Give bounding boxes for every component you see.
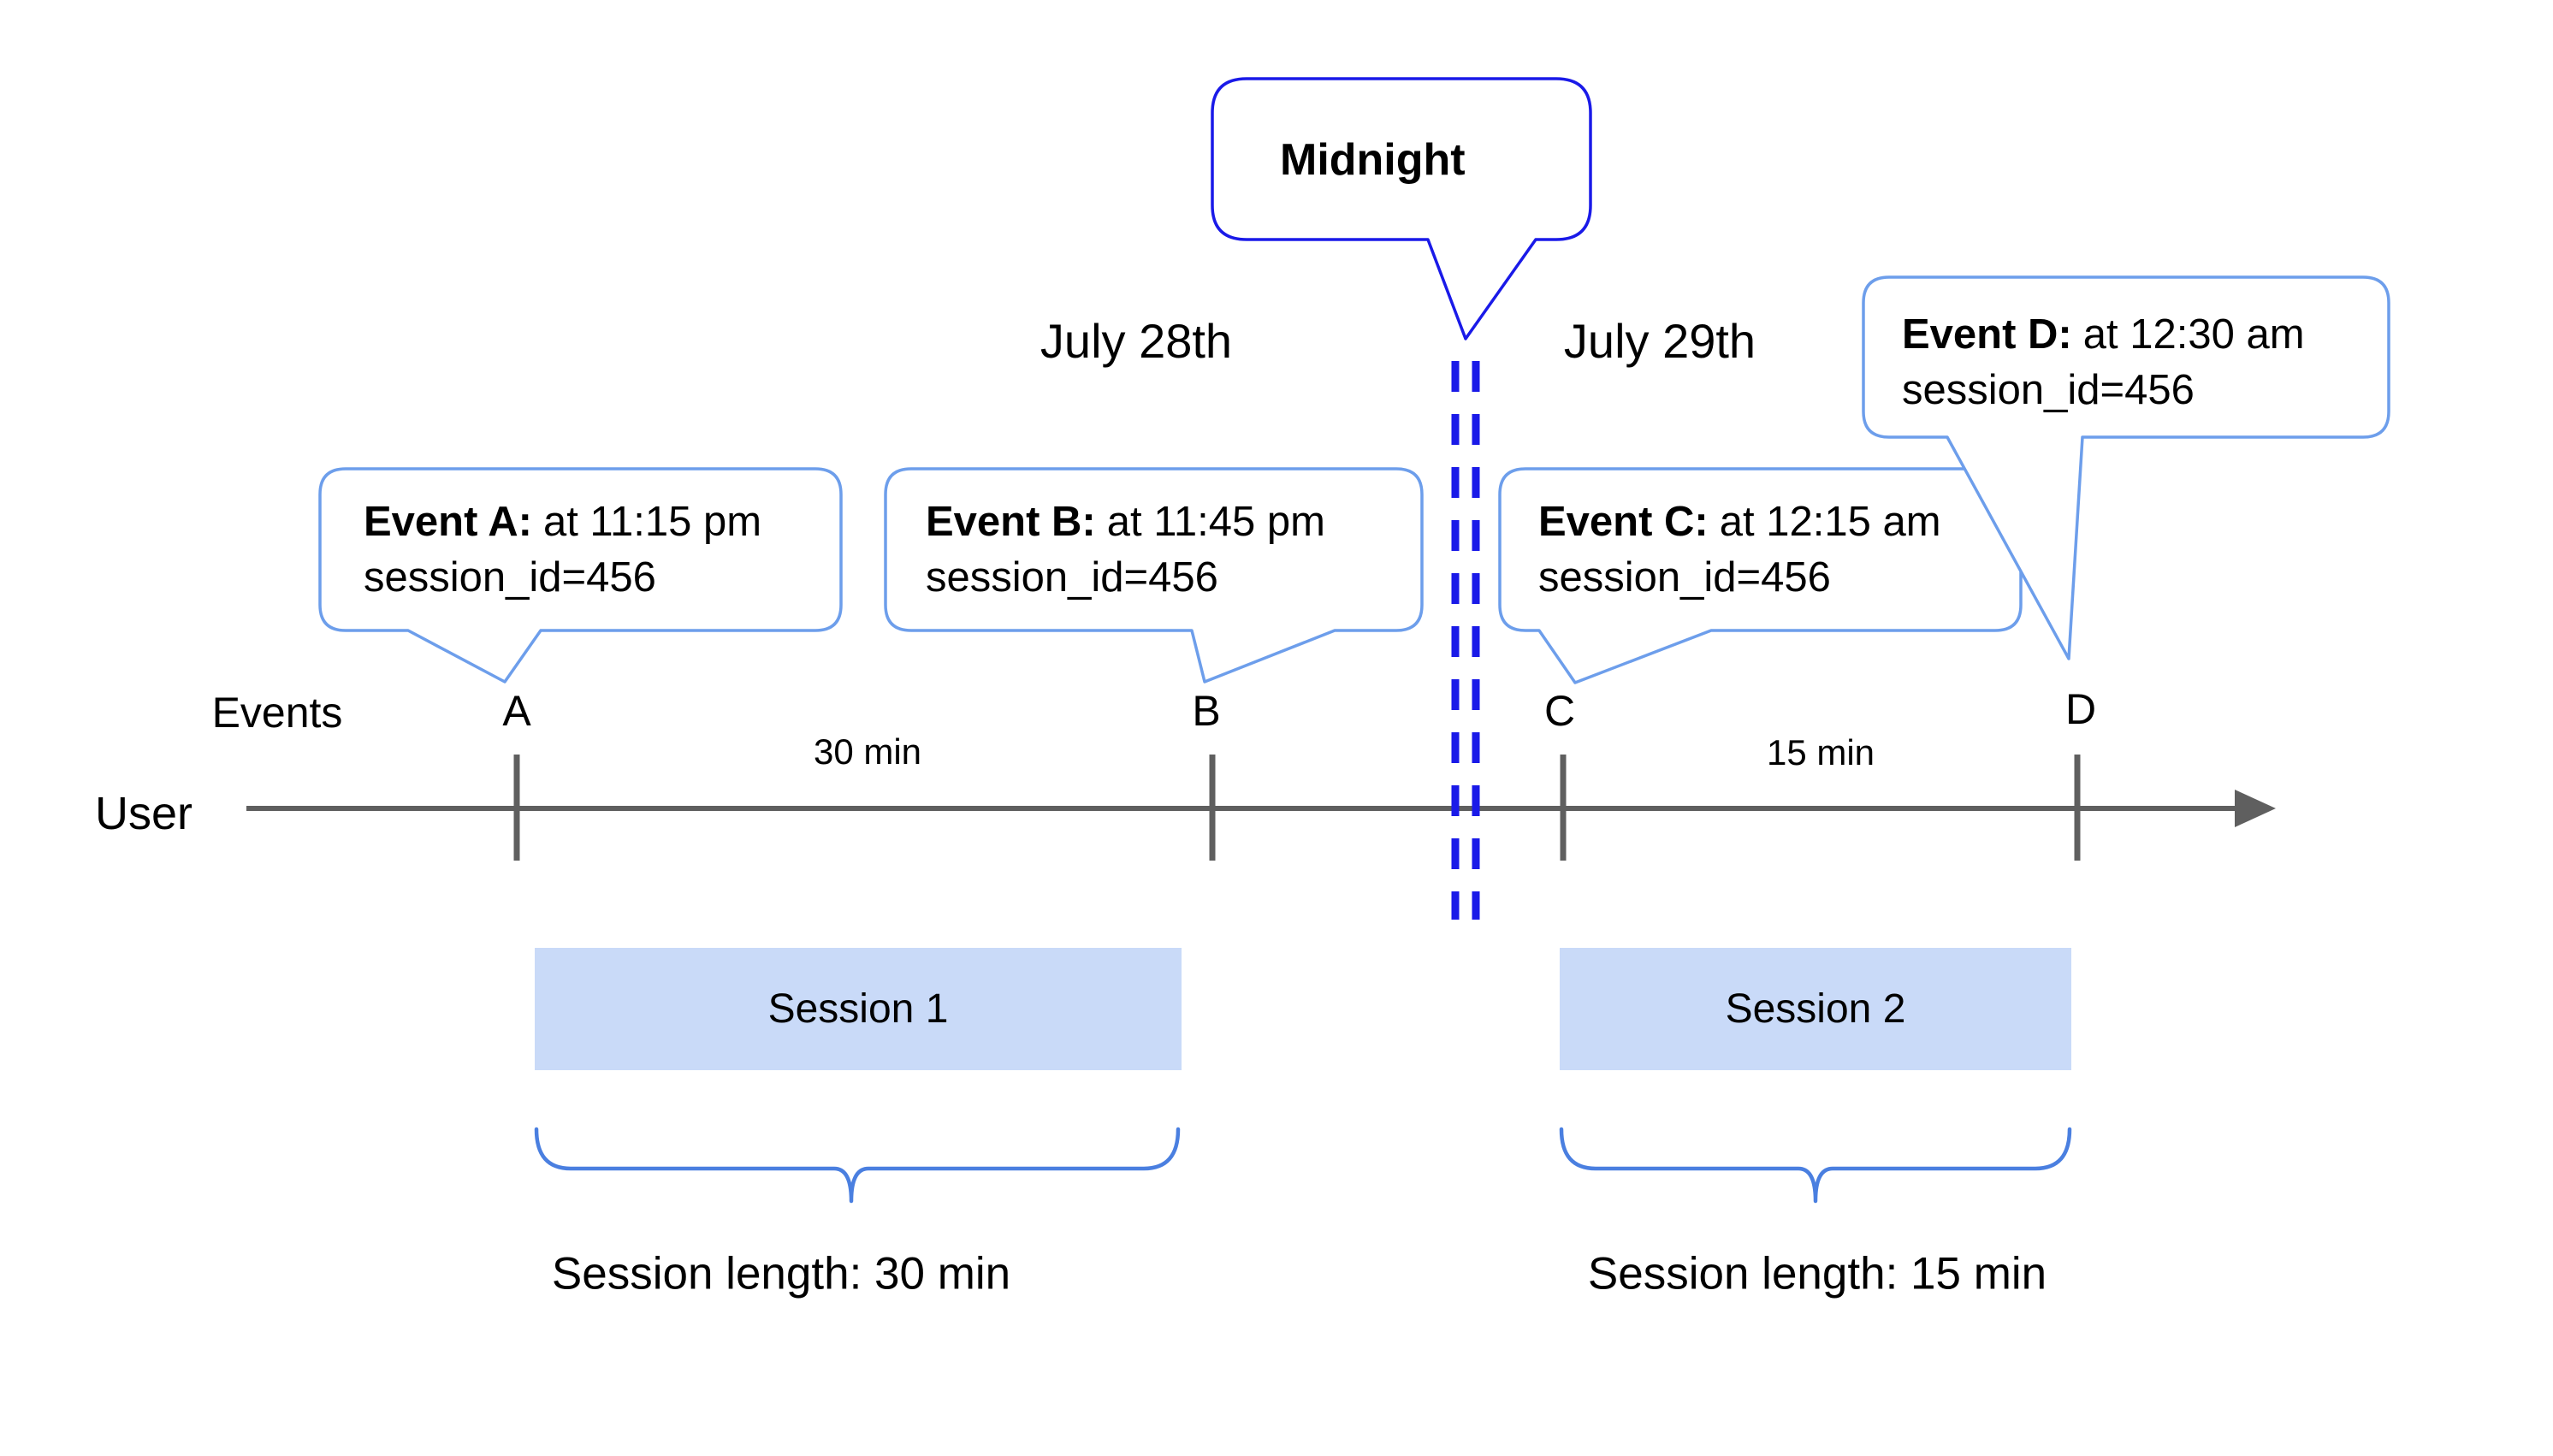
session-2-box: Session 2 (1560, 948, 2071, 1070)
events-axis-label: Events (211, 689, 343, 737)
event-b-callout-line1: Event B:at 11:45 pm (926, 494, 1325, 550)
interval-label-30-min: 30 min (813, 731, 922, 772)
tick-label-d: D (2064, 685, 2097, 733)
midnight-label: Midnight (1280, 135, 1466, 185)
event-b-callout-title: Event B: (926, 499, 1096, 545)
arrowhead-icon (2235, 790, 2276, 827)
event-d-callout-title: Event D: (1902, 311, 2072, 358)
event-c-callout-text: Event C:at 12:15 am session_id=456 (1538, 494, 1941, 606)
tick-label-c: C (1543, 687, 1576, 735)
event-a-callout-line1: Event A:at 11:15 pm (364, 494, 761, 550)
session-1-brace (534, 1127, 1181, 1204)
event-a-callout-time: at 11:15 pm (542, 499, 762, 545)
event-d-callout-time: at 12:30 am (2082, 311, 2305, 358)
session-1-box: Session 1 (535, 948, 1182, 1070)
event-a-callout-title: Event A: (364, 499, 532, 545)
tick-label-a: A (502, 687, 531, 735)
midnight-callout-bubble (1211, 77, 1592, 340)
event-b-callout-line2: session_id=456 (926, 554, 1218, 601)
event-a-callout-bubble (318, 467, 843, 684)
date-label-july-28: July 28th (1040, 314, 1233, 368)
user-axis-label: User (94, 788, 193, 839)
event-b-callout-text: Event B:at 11:45 pm session_id=456 (926, 494, 1325, 606)
event-b-callout-bubble (884, 467, 1424, 684)
event-c-callout-title: Event C: (1538, 499, 1709, 545)
session-1-label: Session 1 (767, 986, 949, 1032)
event-d-callout-bubble (1862, 275, 2390, 660)
date-label-july-29: July 29th (1563, 314, 1756, 368)
event-d-callout-text: Event D:at 12:30 am session_id=456 (1902, 307, 2305, 418)
event-b-callout-time: at 11:45 pm (1106, 499, 1325, 545)
event-d-callout-line2: session_id=456 (1902, 367, 2195, 413)
event-a-callout-text: Event A:at 11:15 pm session_id=456 (364, 494, 761, 606)
tick-label-b: B (1192, 687, 1221, 735)
session-2-label: Session 2 (1725, 986, 1906, 1032)
session-1-length-label: Session length: 30 min (551, 1248, 1011, 1299)
event-c-callout-line1: Event C:at 12:15 am (1538, 494, 1941, 550)
interval-label-15-min: 15 min (1766, 732, 1875, 772)
event-c-callout-line2: session_id=456 (1538, 554, 1831, 601)
session-2-brace (1559, 1127, 2072, 1204)
event-c-callout-time: at 12:15 am (1719, 499, 1941, 545)
session-2-length-label: Session length: 15 min (1587, 1248, 2047, 1299)
event-a-callout-line2: session_id=456 (364, 554, 656, 601)
event-d-callout-line1: Event D:at 12:30 am (1902, 307, 2305, 363)
